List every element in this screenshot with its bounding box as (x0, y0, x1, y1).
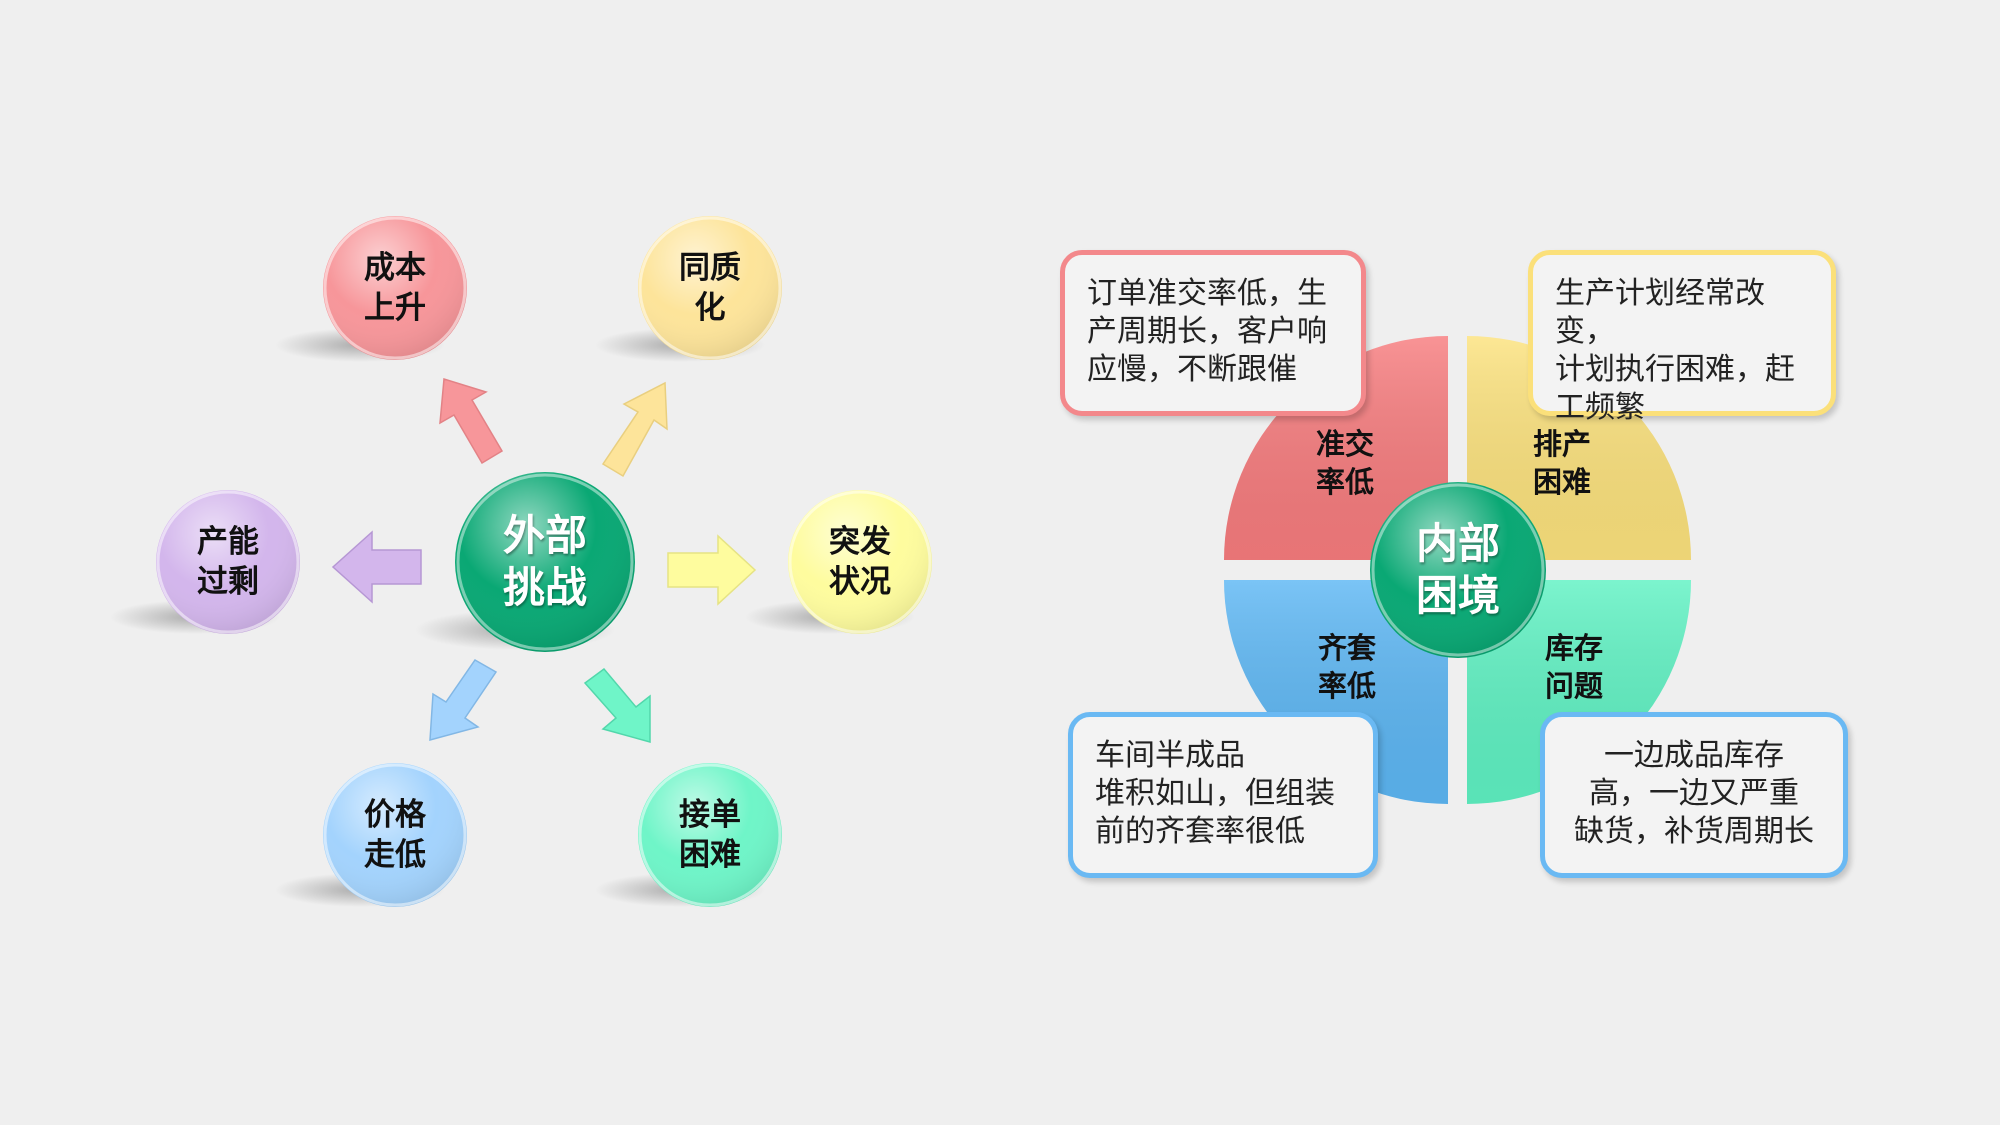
arrow-to-orders (583, 667, 651, 743)
external-challenges (110, 216, 932, 907)
external-center-node (455, 472, 635, 652)
note-inventory: 一边成品库存 高，一边又严重 缺货，补货周期长 (1540, 712, 1848, 878)
node-label-order-difficulty: 接单 困难 (679, 797, 741, 873)
note-scheduling: 生产计划经常改变， 计划执行困难，赶 工频繁 (1528, 250, 1836, 425)
node-cost-rise (323, 216, 467, 360)
node-overcapacity (156, 490, 300, 634)
arrow-to-homogeneity (601, 381, 668, 478)
node-emergency (788, 490, 932, 634)
quadrant-label-on-time-rate: 准交 率低 (1315, 427, 1374, 499)
quadrant-label-inventory: 库存 问题 (1544, 631, 1603, 703)
quadrant-label-kitting-rate: 齐套 率低 (1317, 631, 1376, 703)
internal-difficulties (1224, 336, 1691, 804)
node-label-price-drop: 价格 走低 (364, 797, 426, 873)
arrow-to-emergency (667, 534, 757, 606)
quadrant-label-scheduling: 排产 困难 (1532, 427, 1591, 499)
arrow-to-cost (439, 378, 504, 465)
internal-center-node (1370, 482, 1546, 658)
node-homogeneity (638, 216, 782, 360)
note-on-time-rate: 订单准交率低，生 产周期长，客户响 应慢，不断跟催 (1060, 250, 1366, 416)
node-price-drop (323, 763, 467, 907)
note-kitting-rate: 车间半成品 堆积如山，但组装 前的齐套率很低 (1068, 712, 1378, 878)
node-label-overcapacity: 产能 过剩 (197, 524, 259, 600)
external-center-label: 外部 挑战 (502, 511, 587, 612)
arrow-to-capacity (331, 530, 422, 604)
arrow-to-price (429, 659, 498, 741)
node-label-homogeneity: 同质 化 (679, 250, 741, 326)
node-label-emergency: 突发 状况 (829, 524, 891, 600)
node-order-difficulty (638, 763, 782, 907)
internal-center-label: 内部 困境 (1415, 519, 1500, 620)
node-label-cost-rise: 成本 上升 (364, 250, 426, 326)
